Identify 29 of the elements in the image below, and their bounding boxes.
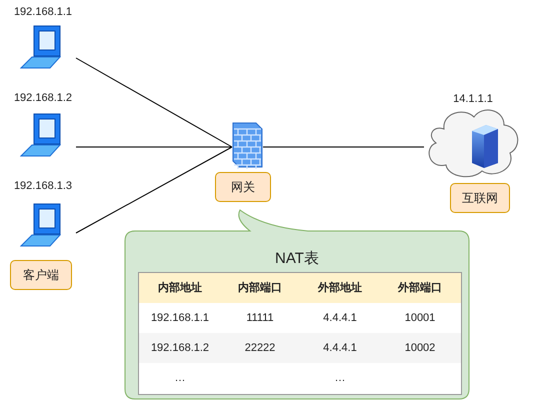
connector-line — [76, 146, 232, 148]
label-box — [215, 172, 271, 202]
node-label: 网关 — [231, 178, 255, 196]
ip-address: 192.168.1.3 — [12, 180, 74, 192]
node-label: 互联网 — [462, 190, 498, 206]
ip-address: 14.1.1.1 — [452, 93, 494, 105]
table-value: 192.168.1.1 — [150, 311, 210, 326]
table-value: 4.4.4.1 — [322, 311, 358, 326]
column-header: 外部地址 — [316, 280, 363, 296]
connector-line — [76, 146, 232, 234]
table-value: 10002 — [404, 341, 436, 356]
column-header: 外部端口 — [396, 280, 443, 296]
label-box — [10, 260, 72, 290]
label-box — [450, 183, 510, 213]
table-value: … — [174, 371, 186, 386]
ip-address: 192.168.1.2 — [12, 92, 74, 104]
node-label: 客户端 — [23, 266, 59, 284]
table-value: … — [334, 371, 346, 386]
column-header: 内部地址 — [157, 280, 203, 296]
table-value: 10001 — [404, 311, 436, 326]
connector-line — [262, 146, 424, 148]
table-title: NAT表 — [274, 249, 320, 268]
table-value: 4.4.4.1 — [322, 341, 358, 356]
table-value: 11111 — [245, 311, 275, 326]
table-value: 22222 — [244, 341, 276, 356]
table-value: 192.168.1.2 — [150, 341, 210, 356]
column-header: 内部端口 — [237, 280, 283, 296]
ip-address: 192.168.1.1 — [12, 6, 74, 18]
connector-line — [76, 58, 232, 148]
